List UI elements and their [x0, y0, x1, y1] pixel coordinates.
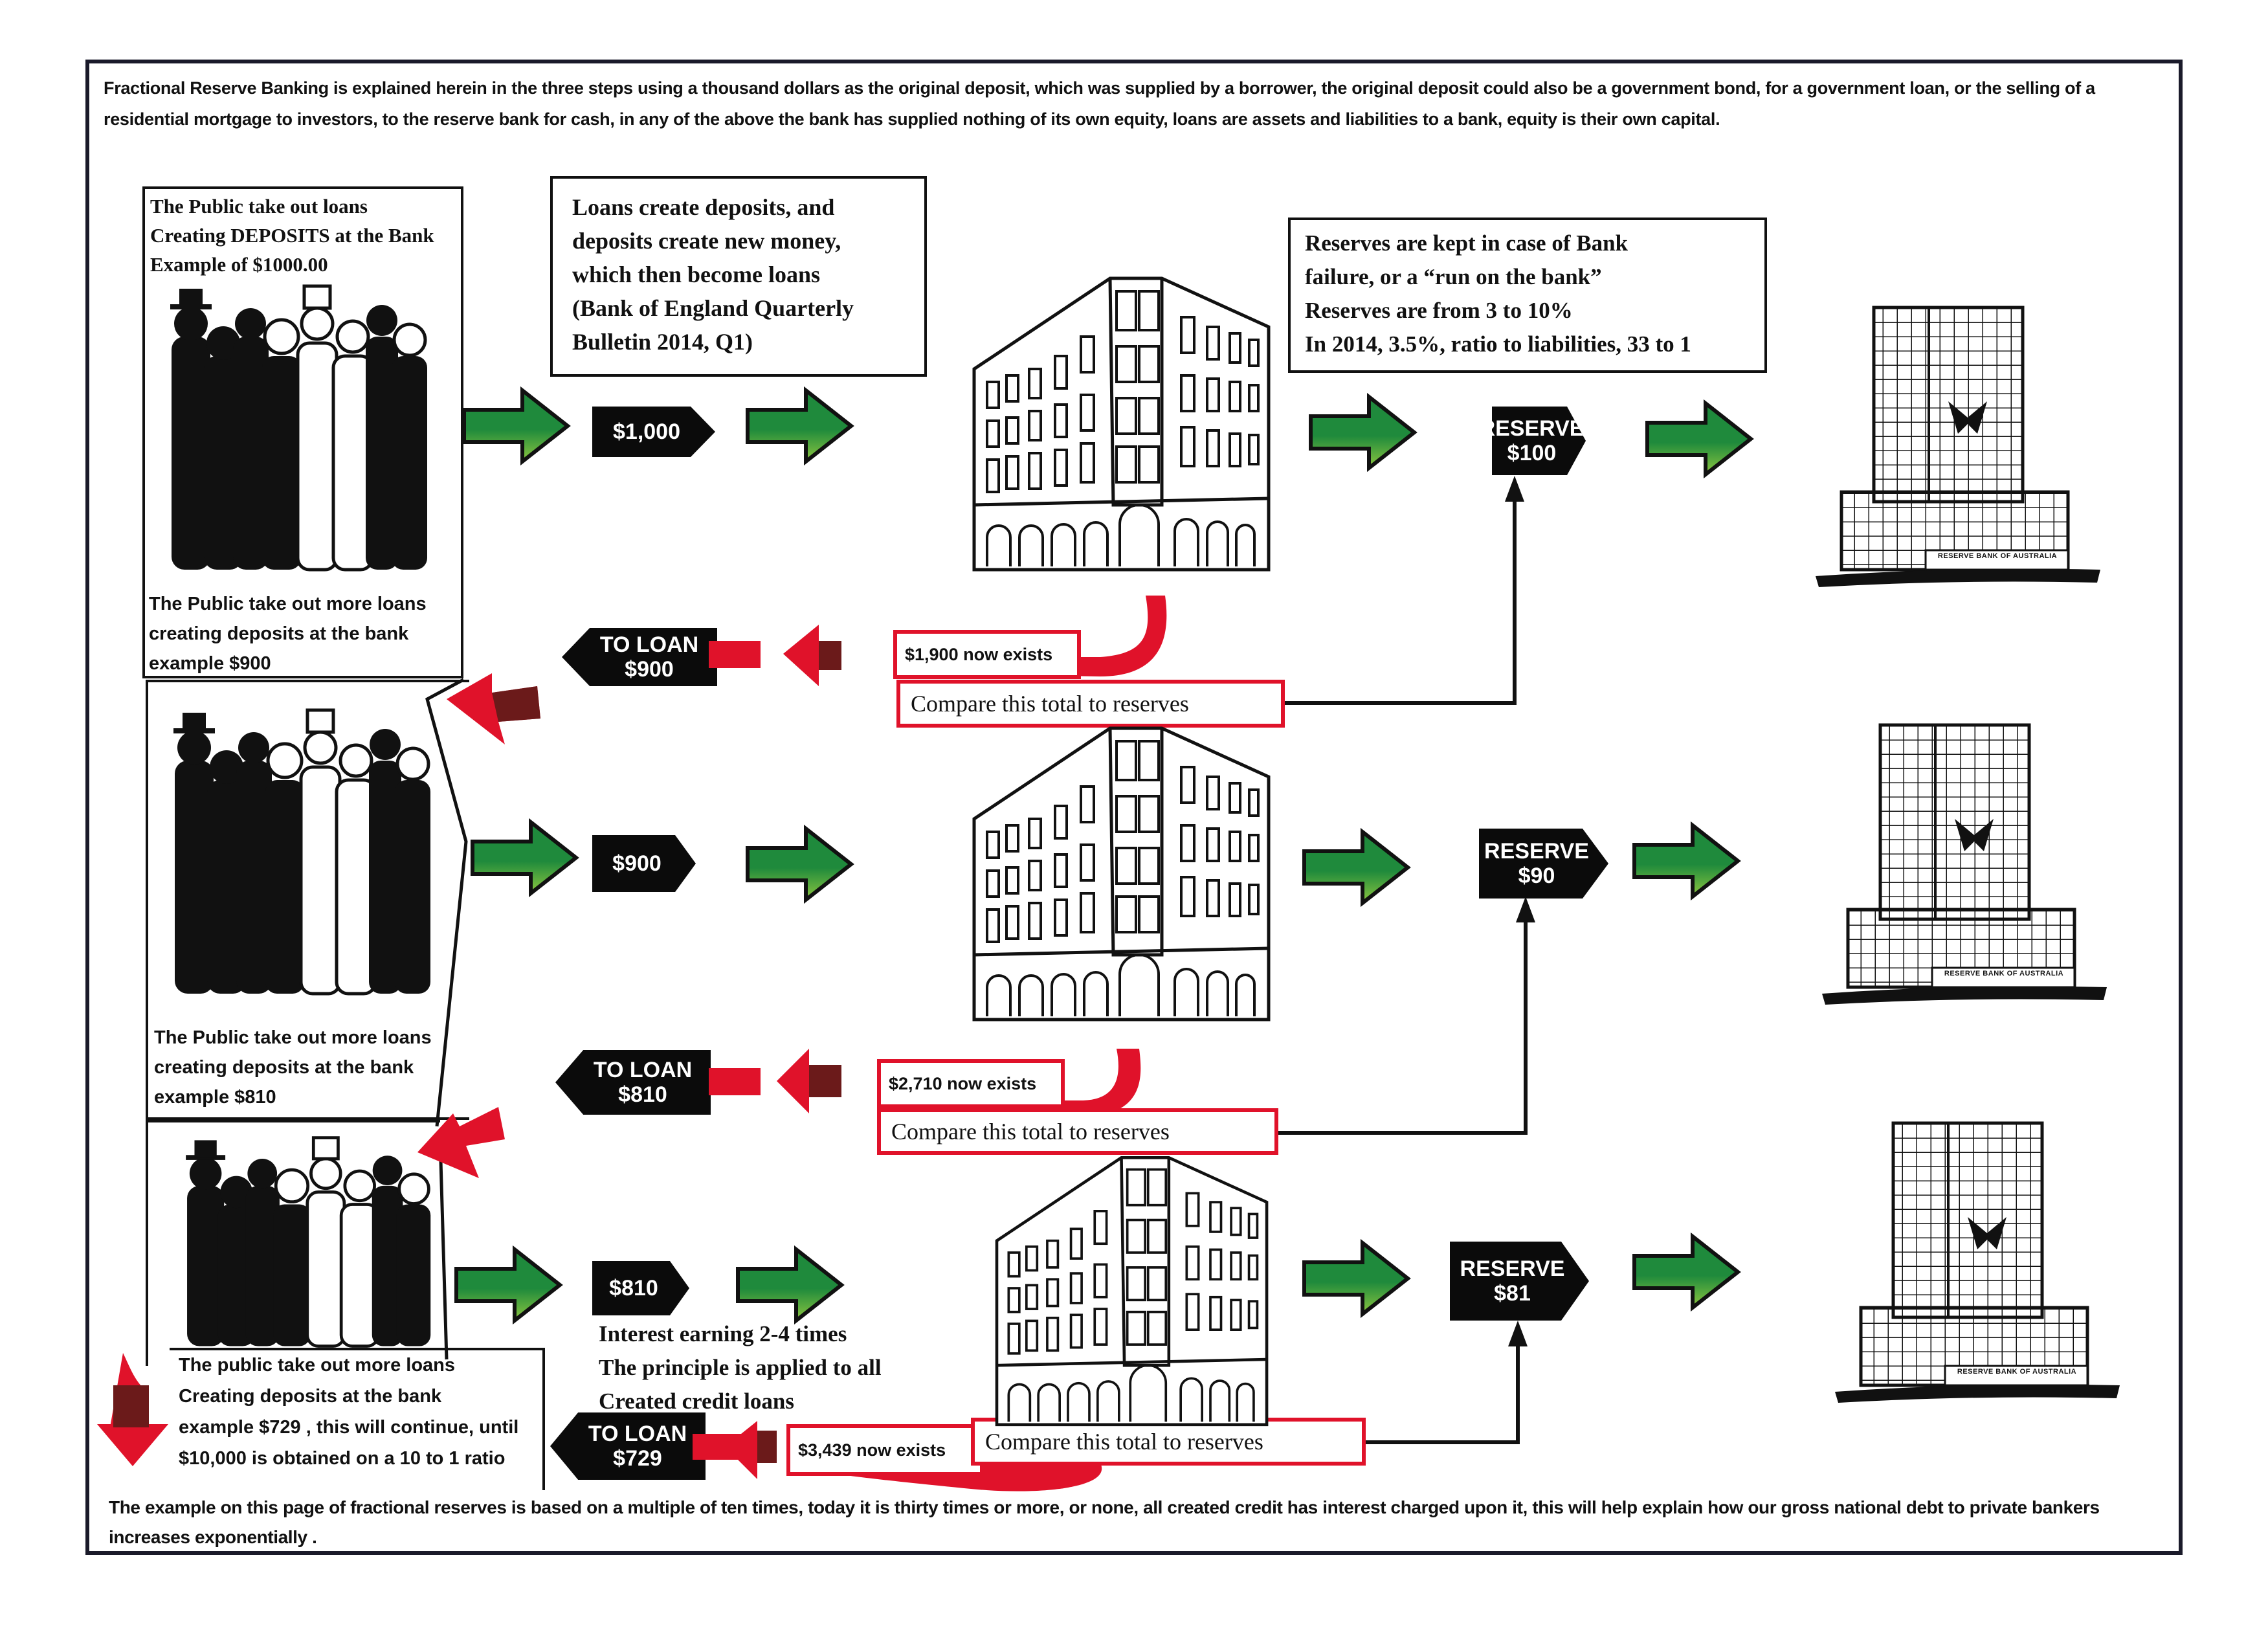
- reserve-tag-2: RESERVE$90: [1479, 829, 1608, 899]
- green-arrow-icon: [1302, 827, 1411, 908]
- green-arrow-icon: [746, 824, 854, 904]
- deposit-tag-1: $1,000: [592, 407, 715, 457]
- public-panel-title: The Public take out loans Creating DEPOS…: [150, 195, 434, 276]
- commercial-bank-building-1: [972, 276, 1271, 572]
- people-illustration-1: [170, 284, 427, 572]
- reserve-tag-1: RESERVE$100: [1492, 407, 1586, 475]
- compare-reserves-box-2: Compare this total to reserves: [877, 1108, 1278, 1155]
- reserve-bank-sign: RESERVE BANK OF AUSTRALIA: [1957, 1368, 2077, 1376]
- total-exists-box-3: $3,439 now exists: [786, 1424, 984, 1476]
- outro-paragraph: The example on this page of fractional r…: [109, 1497, 2100, 1547]
- to-loan-tag-3: TO LOAN$729: [550, 1412, 706, 1480]
- green-arrow-icon: [471, 818, 579, 898]
- commercial-bank-building-3: [995, 1156, 1269, 1427]
- green-arrow-icon: [746, 386, 854, 466]
- public-caption-box-3: [170, 1348, 545, 1490]
- green-arrow-icon: [1632, 1232, 1741, 1312]
- public-caption-1: The Public take out more loans creating …: [149, 594, 427, 674]
- total-exists-box-2: $2,710 now exists: [877, 1059, 1065, 1108]
- reserve-bank-sign: RESERVE BANK OF AUSTRALIA: [1937, 552, 2058, 560]
- green-arrow-icon: [1632, 821, 1741, 901]
- green-arrow-icon: [1302, 1238, 1411, 1319]
- reserve-bank-tower: [1816, 306, 2100, 587]
- deposit-tag-2: $900: [592, 835, 696, 892]
- green-arrow-icon: [1309, 392, 1418, 473]
- reserve-bank-building-1: RESERVE BANK OF AUSTRALIA: [1812, 295, 2104, 592]
- reserves-note: Reserves are kept in case of Bank failur…: [1288, 218, 1767, 373]
- total-exists-box-1: $1,900 now exists: [893, 630, 1081, 679]
- reserve-tag-3: RESERVE$81: [1450, 1242, 1589, 1321]
- page-frame: [85, 60, 2183, 1555]
- green-arrow-icon: [1645, 399, 1754, 479]
- compare-reserves-box-1: Compare this total to reserves: [896, 680, 1285, 728]
- commercial-bank-building-2: [972, 726, 1271, 1021]
- deposit-tag-3: $810: [592, 1261, 689, 1315]
- people-illustration-3: [186, 1136, 431, 1348]
- reserve-bank-building-2: RESERVE BANK OF AUSTRALIA: [1819, 712, 2110, 1010]
- reserve-bank-building-3: RESERVE BANK OF AUSTRALIA: [1832, 1110, 2123, 1408]
- to-loan-tag-2: TO LOAN$810: [555, 1050, 711, 1115]
- public-caption-2: The Public take out more loans creating …: [154, 1027, 432, 1108]
- loans-create-deposits-note: Loans create deposits, and deposits crea…: [550, 176, 927, 377]
- reserve-bank-sign: RESERVE BANK OF AUSTRALIA: [1944, 970, 2064, 977]
- green-arrow-icon: [462, 386, 571, 466]
- reserve-bank-tower: [1822, 723, 2107, 1005]
- public-caption-3: The public take out more loans Creating …: [179, 1355, 519, 1469]
- to-loan-tag-1: TO LOAN$900: [562, 628, 717, 686]
- people-illustration-2: [173, 708, 430, 996]
- intro-paragraph: Fractional Reserve Banking is explained …: [104, 78, 2095, 129]
- green-arrow-icon: [736, 1245, 845, 1325]
- reserve-bank-tower: [1835, 1121, 2120, 1403]
- green-arrow-icon: [454, 1245, 563, 1325]
- interest-note: Interest earning 2-4 times The principle…: [599, 1321, 882, 1414]
